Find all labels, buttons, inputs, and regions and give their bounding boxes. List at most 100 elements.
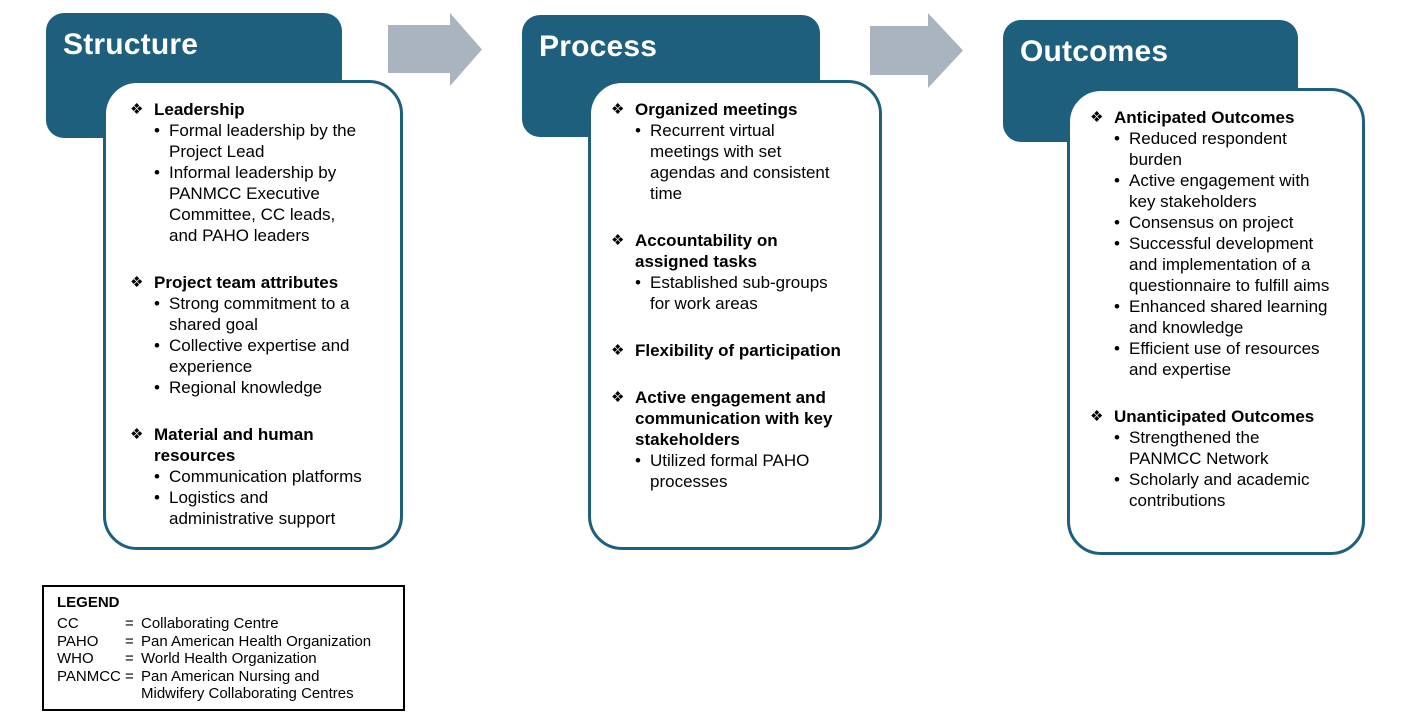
section-heading: ❖ Flexibility of participation — [611, 340, 847, 361]
column-panel-process: ❖ Organized meetings • Recurrent virtual me… — [588, 80, 882, 550]
section: ❖Leadership•Formal leadership by the Pro… — [130, 99, 368, 246]
equals-sign: = — [125, 632, 134, 650]
equals-sign: = — [125, 650, 134, 667]
section-heading-text: Project team attributes — [154, 273, 339, 292]
dot-bullet-icon: • — [635, 121, 641, 140]
bullet-text: Informal leadership by PANMCC Executive … — [169, 163, 337, 245]
bullet-text: Recurrent virtual meetings with set agen… — [650, 121, 830, 203]
legend-definition: World Health Organization — [141, 650, 317, 667]
section-heading: ❖Anticipated Outcomes — [1090, 107, 1330, 128]
section-heading-text: Active engagement and communication with… — [635, 388, 833, 449]
diamond-bullet-icon: ❖ — [611, 342, 625, 359]
bullet-text: Collective expertise and experience — [169, 336, 350, 376]
legend-definition: Pan American Nursing and Midwifery Colla… — [141, 667, 354, 703]
equals-sign: = — [125, 615, 134, 632]
dot-bullet-icon: • — [635, 451, 641, 470]
bullet-item: • Reduced respondent burden — [1114, 128, 1330, 170]
dot-bullet-icon: • — [154, 121, 160, 140]
bullet-item: • Communication platforms — [154, 466, 368, 487]
bullet-item: • Regional knowledge — [154, 377, 368, 398]
dot-bullet-icon: • — [154, 467, 160, 486]
legend-row: PANMCC=Pan American Nursing and Midwifer… — [57, 668, 391, 703]
section-heading-text: Leadership — [154, 100, 245, 119]
legend-row: WHO = World Health Organization — [57, 650, 391, 668]
legend-term: PAHO — [57, 632, 99, 650]
dot-bullet-icon: • — [1114, 234, 1120, 253]
bullet-item: • Recurrent virtual meetings with set age… — [635, 120, 847, 204]
section-heading: ❖Accountability on assigned tasks — [611, 230, 847, 272]
dot-bullet-icon: • — [1114, 428, 1120, 447]
bullet-item: •Strong commitment to a shared goal — [154, 293, 368, 335]
dot-bullet-icon: • — [154, 336, 160, 355]
section-heading-text: Organized meetings — [635, 100, 798, 119]
column-panel-outcomes: ❖Anticipated Outcomes•Reduced respondent… — [1067, 88, 1365, 555]
bullet-text: Scholarly and academic contributions — [1129, 470, 1310, 510]
section-heading-text: Flexibility of participation — [635, 341, 841, 360]
dot-bullet-icon: • — [154, 294, 160, 313]
bullet-text: Utilized formal PAHO processes — [650, 451, 810, 491]
dot-bullet-icon: • — [1114, 339, 1120, 358]
bullet-text: Active engagement with key stakeholders — [1129, 171, 1310, 211]
section: ❖Anticipated Outcomes•Reduced respondent… — [1090, 107, 1330, 380]
legend-term: PANMCC — [57, 667, 121, 685]
bullet-text: Successful development and implementatio… — [1129, 234, 1330, 295]
column-panel-structure: ❖Leadership•Formal leadership by the Pro… — [103, 80, 403, 550]
bullet-item: • Successful development and implementati… — [1114, 233, 1330, 296]
bullet-item: • Logistics and administrative support — [154, 487, 368, 529]
diamond-bullet-icon: ❖ — [130, 274, 144, 291]
bullet-text: Established sub-groups for work areas — [650, 273, 828, 313]
section-heading: ❖ Active engagement and communication wit… — [611, 387, 847, 450]
column-title-process: Process — [539, 30, 658, 63]
bullet-item: • Informal leadership by PANMCC Executive… — [154, 162, 368, 246]
diamond-bullet-icon: ❖ — [611, 232, 625, 249]
dot-bullet-icon: • — [154, 378, 160, 397]
section-heading: ❖ Organized meetings — [611, 99, 847, 120]
dot-bullet-icon: • — [1114, 213, 1120, 232]
diamond-bullet-icon: ❖ — [130, 426, 144, 443]
bullet-item: • Scholarly and academic contributions — [1114, 469, 1330, 511]
legend-term: CC — [57, 615, 79, 632]
bullet-item: • Collective expertise and experience — [154, 335, 368, 377]
dot-bullet-icon: • — [1114, 297, 1120, 316]
bullet-text: Communication platforms — [169, 467, 362, 486]
dot-bullet-icon: • — [635, 273, 641, 292]
section-heading-text: Material and human resources — [154, 425, 314, 465]
diamond-bullet-icon: ❖ — [611, 389, 625, 406]
bullet-text: Reduced respondent burden — [1129, 129, 1287, 169]
legend-row: CC = Collaborating Centre — [57, 615, 391, 633]
bullet-item: • Consensus on project — [1114, 212, 1330, 233]
section: ❖ Organized meetings • Recurrent virtual me… — [611, 99, 847, 204]
bullet-text: Strengthened the PANMCC Network — [1129, 428, 1269, 468]
section-heading: ❖ Material and human resources — [130, 424, 368, 466]
bullet-item: • Efficient use of resources and expertis… — [1114, 338, 1330, 380]
legend-definition: Pan American Health Organization — [141, 632, 372, 650]
diamond-bullet-icon: ❖ — [1090, 109, 1104, 126]
diamond-bullet-icon: ❖ — [611, 101, 625, 118]
section-heading: ❖ Project team attributes — [130, 272, 368, 293]
column-title-structure: Structure — [63, 28, 199, 61]
section: ❖Unanticipated Outcomes•Strengthened the… — [1090, 406, 1330, 511]
bullet-text: Logistics and administrative support — [169, 488, 336, 528]
dot-bullet-icon: • — [1114, 470, 1120, 489]
diamond-bullet-icon: ❖ — [130, 101, 144, 118]
dot-bullet-icon: • — [154, 163, 160, 182]
section: ❖Accountability on assigned tasks• Establ… — [611, 230, 847, 314]
legend-definition: Collaborating Centre — [141, 615, 279, 632]
bullet-item: •Active engagement with key stakeholders — [1114, 170, 1330, 212]
section-heading: ❖Unanticipated Outcomes — [1090, 406, 1330, 427]
bullet-item: • Strengthened the PANMCC Network — [1114, 427, 1330, 469]
arrow-structure-to-process-icon — [388, 13, 482, 86]
bullet-text: Enhanced shared learning and knowledge — [1129, 297, 1328, 337]
legend-term: WHO — [57, 650, 94, 667]
bullet-text: Efficient use of resources and expertise — [1129, 339, 1320, 379]
dot-bullet-icon: • — [154, 488, 160, 507]
bullet-item: • Utilized formal PAHO processes — [635, 450, 847, 492]
bullet-text: Consensus on project — [1129, 213, 1294, 232]
section: ❖ Active engagement and communication wit… — [611, 387, 847, 492]
arrow-process-to-outcomes-icon — [870, 13, 963, 88]
dot-bullet-icon: • — [1114, 129, 1120, 148]
bullet-text: Regional knowledge — [169, 378, 323, 397]
section: ❖ Project team attributes•Strong commitme… — [130, 272, 368, 398]
